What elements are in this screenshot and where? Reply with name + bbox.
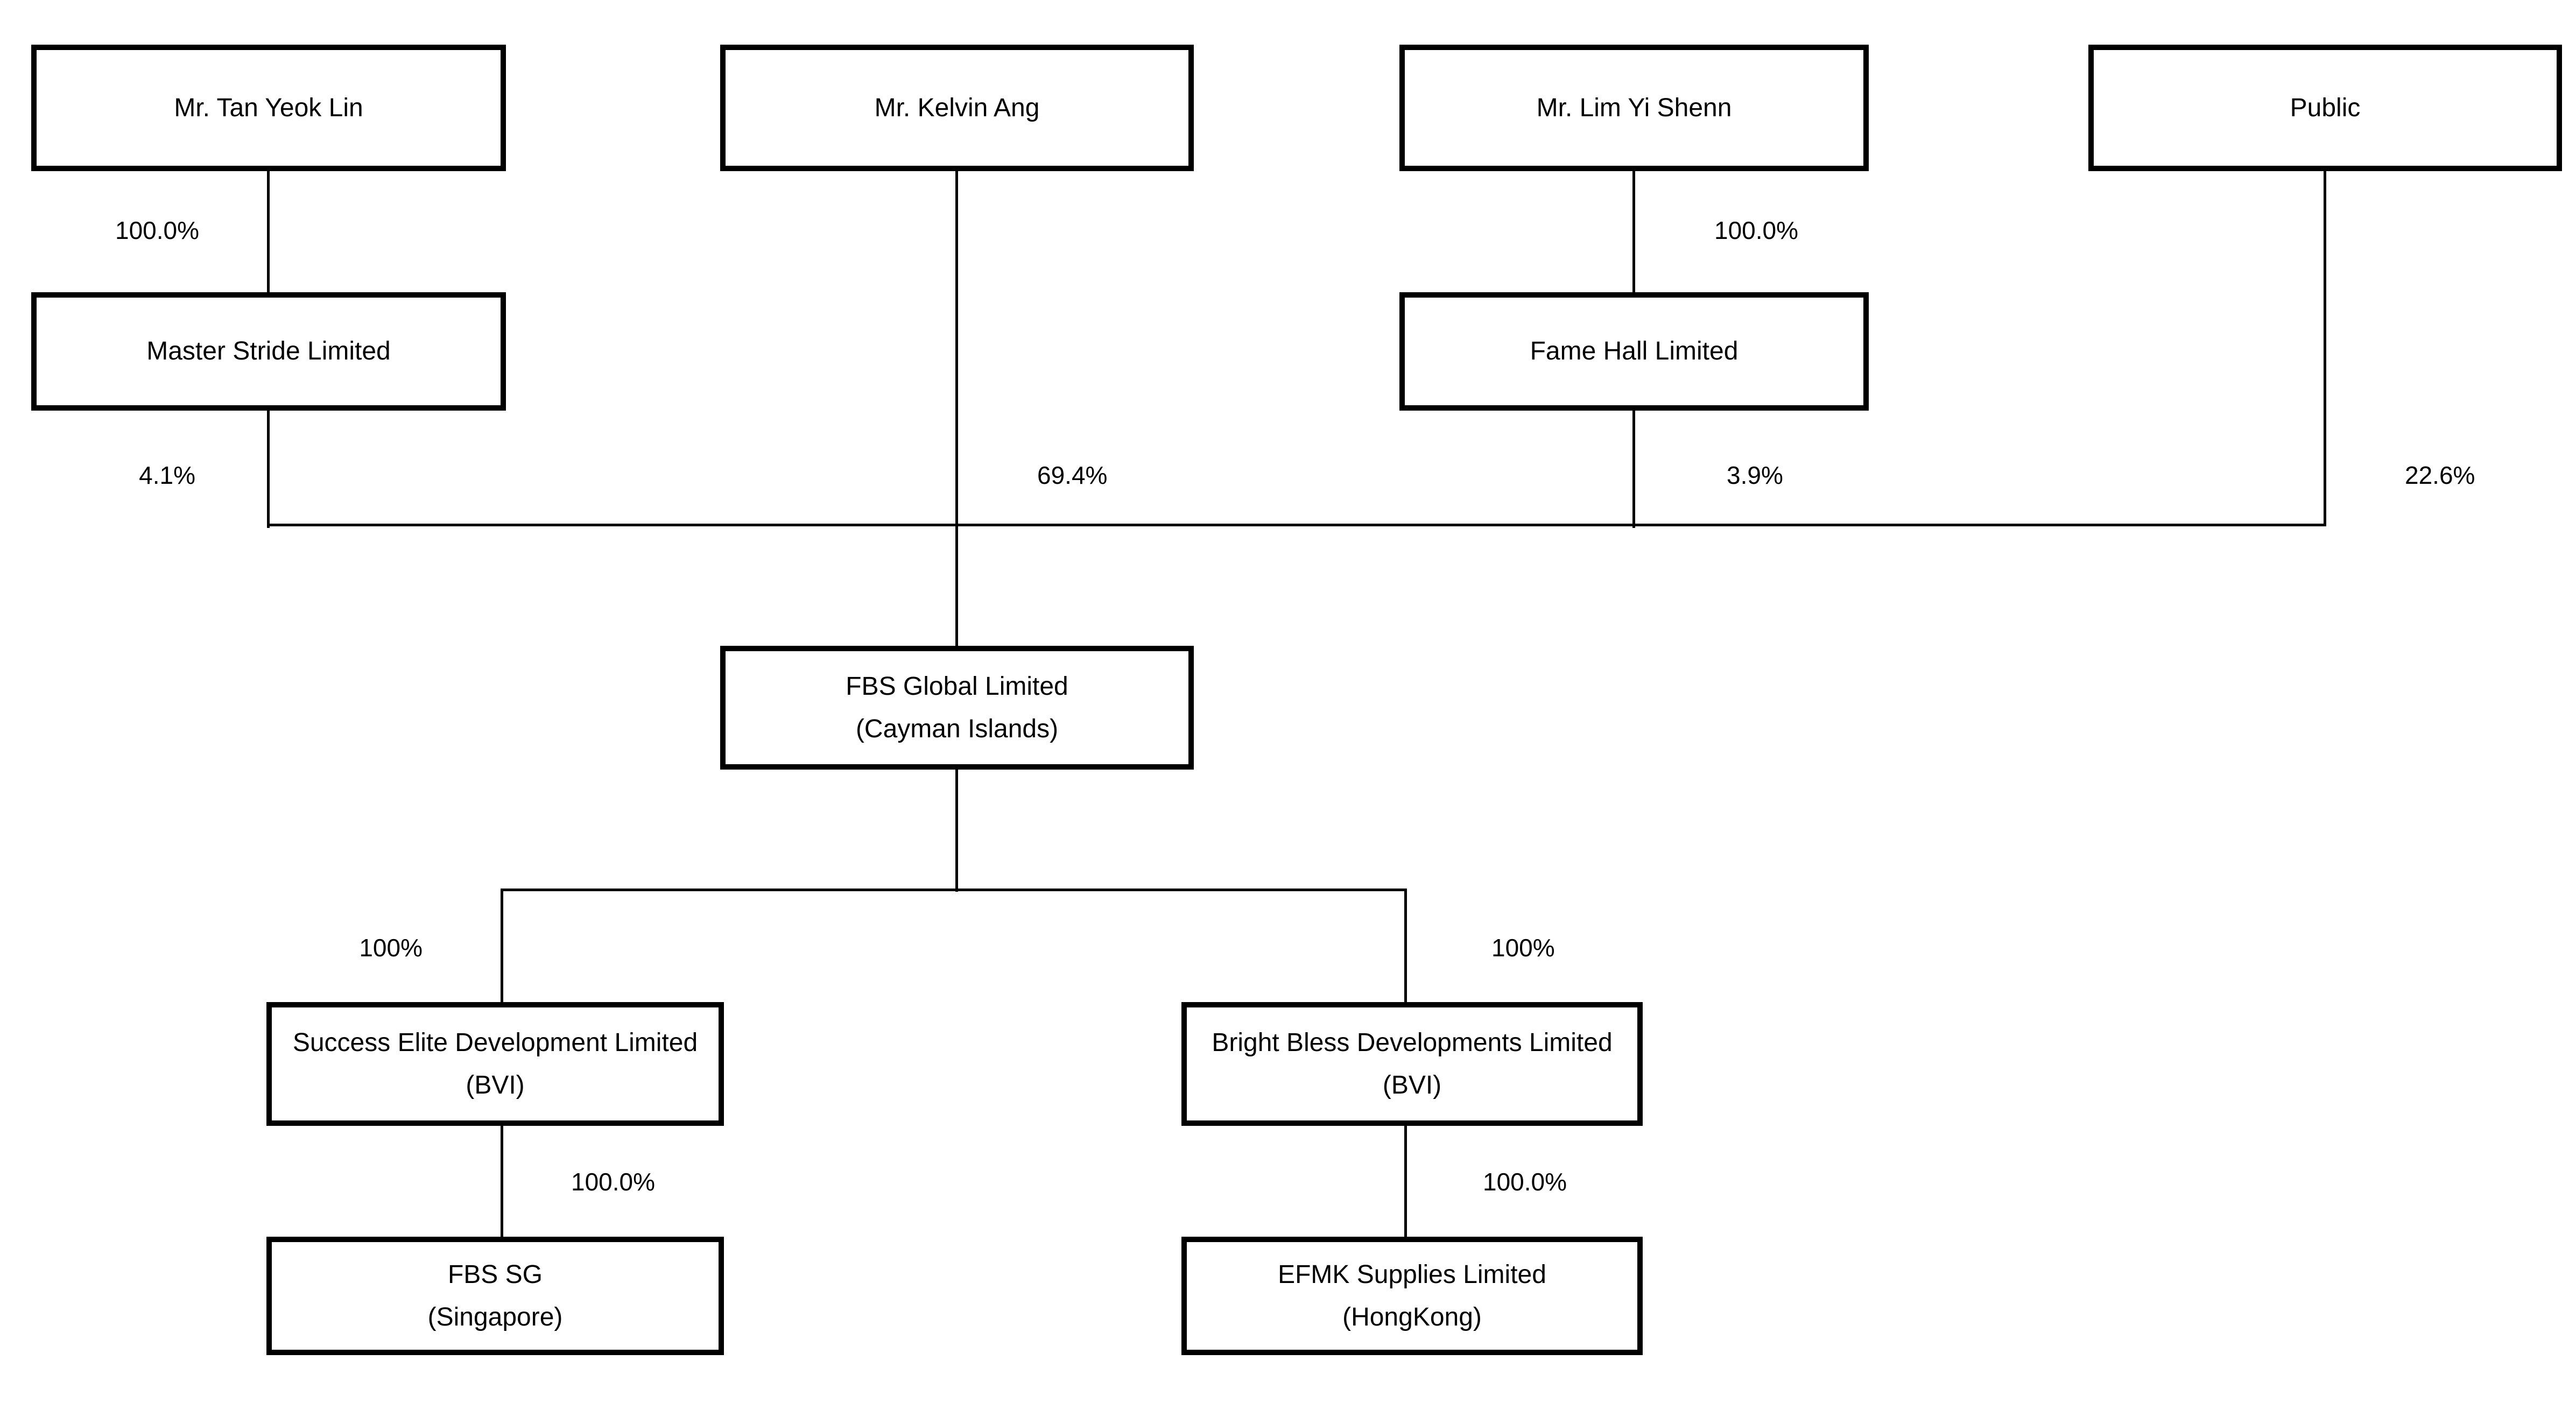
node-success-elite: Success Elite Development Limited (BVI) <box>266 1002 724 1126</box>
ownership-label-fbs-to-bright: 100% <box>1491 934 1555 962</box>
node-bright-bless: Bright Bless Developments Limited (BVI) <box>1181 1002 1643 1126</box>
node-bright-bless-name: Bright Bless Developments Limited <box>1212 1028 1613 1057</box>
ownership-label-kelvin-to-fbs: 69.4% <box>1037 461 1108 489</box>
node-kelvin-ang-label: Mr. Kelvin Ang <box>874 93 1040 122</box>
node-lim-yi-shenn: Mr. Lim Yi Shenn <box>1399 45 1869 171</box>
node-fame-hall: Fame Hall Limited <box>1399 292 1869 411</box>
node-tan-yeok-lin: Mr. Tan Yeok Lin <box>31 45 506 171</box>
node-master-stride: Master Stride Limited <box>31 292 506 411</box>
ownership-label-tan-to-master: 100.0% <box>115 216 199 244</box>
node-efmk-jurisdiction: (HongKong) <box>1342 1303 1482 1331</box>
connector-bright-to-efmk-line <box>1404 1123 1407 1239</box>
node-master-stride-label: Master Stride Limited <box>146 337 391 366</box>
connector-master-to-bus-line <box>267 406 270 528</box>
node-fbs-global-jurisdiction: (Cayman Islands) <box>855 715 1059 743</box>
connector-public-to-bus-line <box>2324 167 2326 526</box>
connector-shareholder-bus-line <box>267 524 2326 526</box>
connector-split-to-success-line <box>501 889 503 1005</box>
connector-tan-to-master-line <box>267 167 270 295</box>
connector-subsidiary-split-line <box>501 889 1407 891</box>
node-lim-yi-shenn-label: Mr. Lim Yi Shenn <box>1536 93 1732 122</box>
node-fbs-global: FBS Global Limited (Cayman Islands) <box>720 646 1194 770</box>
connector-fame-to-bus-line <box>1632 406 1635 528</box>
ownership-label-success-to-fbssg: 100.0% <box>571 1168 656 1196</box>
connector-kelvin-to-fbs-line <box>955 167 958 648</box>
ownership-label-master-to-fbs: 4.1% <box>139 461 195 489</box>
connector-success-to-fbssg-line <box>501 1123 503 1239</box>
node-efmk-name: EFMK Supplies Limited <box>1278 1260 1546 1289</box>
connector-fbs-to-split-line <box>955 767 958 892</box>
ownership-label-lim-to-fame: 100.0% <box>1714 216 1799 244</box>
ownership-label-bright-to-efmk: 100.0% <box>1483 1168 1567 1196</box>
node-public-label: Public <box>2290 93 2361 122</box>
node-success-elite-name: Success Elite Development Limited <box>292 1028 698 1057</box>
node-fbs-sg-name: FBS SG <box>447 1260 543 1289</box>
node-public: Public <box>2088 45 2562 171</box>
node-bright-bless-jurisdiction: (BVI) <box>1382 1071 1442 1099</box>
node-kelvin-ang: Mr. Kelvin Ang <box>720 45 1194 171</box>
connector-split-to-bright-line <box>1404 889 1407 1005</box>
node-tan-yeok-lin-label: Mr. Tan Yeok Lin <box>174 93 363 122</box>
node-fame-hall-label: Fame Hall Limited <box>1530 337 1739 366</box>
ownership-label-fbs-to-success: 100% <box>359 934 423 962</box>
node-fbs-sg-jurisdiction: (Singapore) <box>427 1303 563 1331</box>
node-success-elite-jurisdiction: (BVI) <box>466 1071 525 1099</box>
ownership-label-fame-to-fbs: 3.9% <box>1727 461 1783 489</box>
ownership-label-public-to-fbs: 22.6% <box>2405 461 2475 489</box>
connector-lim-to-fame-line <box>1632 167 1635 295</box>
node-efmk: EFMK Supplies Limited (HongKong) <box>1181 1237 1643 1355</box>
node-fbs-global-name: FBS Global Limited <box>846 672 1068 701</box>
node-fbs-sg: FBS SG (Singapore) <box>266 1237 724 1355</box>
